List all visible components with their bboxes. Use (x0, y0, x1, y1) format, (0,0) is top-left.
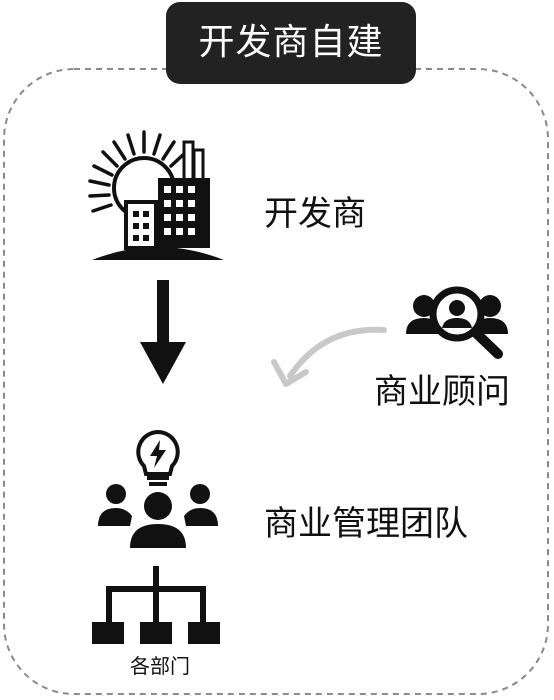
people-search-icon (406, 286, 508, 359)
developer-label: 开发商 (264, 194, 366, 234)
curved-arrow-icon (271, 326, 387, 387)
org-chart-icon (92, 566, 220, 644)
title-badge: 开发商自建 (166, 2, 416, 84)
city-buildings-sun-icon (88, 130, 224, 260)
team-idea-icon (98, 429, 218, 548)
consultant-label: 商业顾问 (374, 372, 510, 412)
departments-label: 各部门 (130, 654, 190, 678)
down-arrow-icon (140, 280, 186, 384)
team-label: 商业管理团队 (264, 504, 468, 544)
